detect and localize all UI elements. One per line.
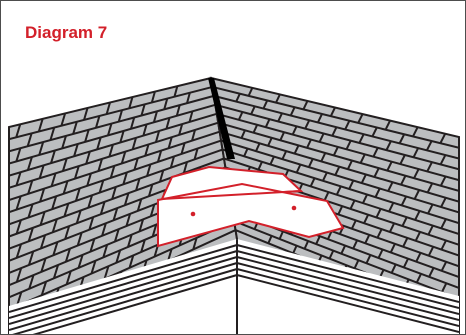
diagram-title: Diagram 7 [25,24,107,41]
nail-mark-right [292,206,297,211]
nail-mark-left [191,212,196,217]
